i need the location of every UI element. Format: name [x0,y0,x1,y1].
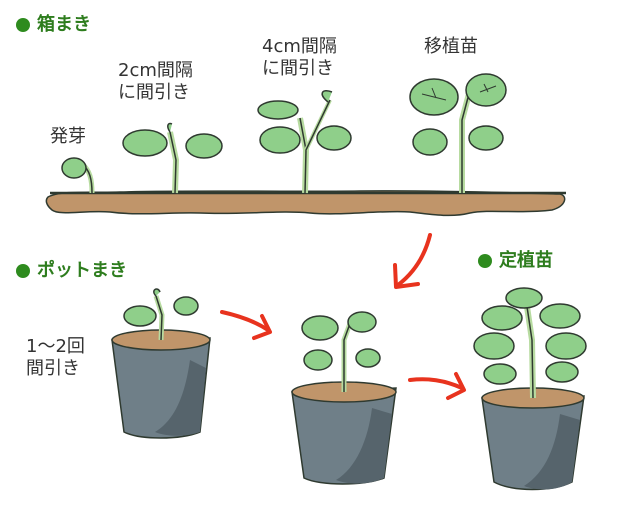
heading-pot-sowing: ポットまき [16,260,127,282]
seedling-transplant-row [409,73,507,193]
label-transplant-seedling: 移植苗 [424,36,478,57]
seedling-2cm [122,122,223,194]
heading-pot-sowing-text: ポットまき [37,260,127,281]
green-dot-icon [16,18,30,32]
label-pot-thinning: 1～2回 間引き [26,336,85,379]
green-dot-icon [478,254,492,268]
arrow-right-2 [408,372,466,400]
pot-2 [291,311,397,485]
arrow-down [393,233,432,289]
label-germination: 発芽 [50,126,86,147]
soil-bed [45,190,566,217]
sprout-germination [61,157,95,194]
label-thin-2cm: 2cm間隔 に間引き [118,60,193,103]
heading-box-sowing-text: 箱まき [37,14,91,35]
green-dot-icon [16,264,30,278]
heading-transplant-text: 定植苗 [499,250,553,271]
pot-1 [111,288,211,439]
arrow-right-1 [220,310,272,340]
label-thin-4cm: 4cm間隔 に間引き [262,36,337,79]
heading-transplant: 定植苗 [478,250,553,272]
heading-box-sowing: 箱まき [16,14,91,36]
seedling-4cm [257,90,352,194]
pot-3 [473,287,587,491]
